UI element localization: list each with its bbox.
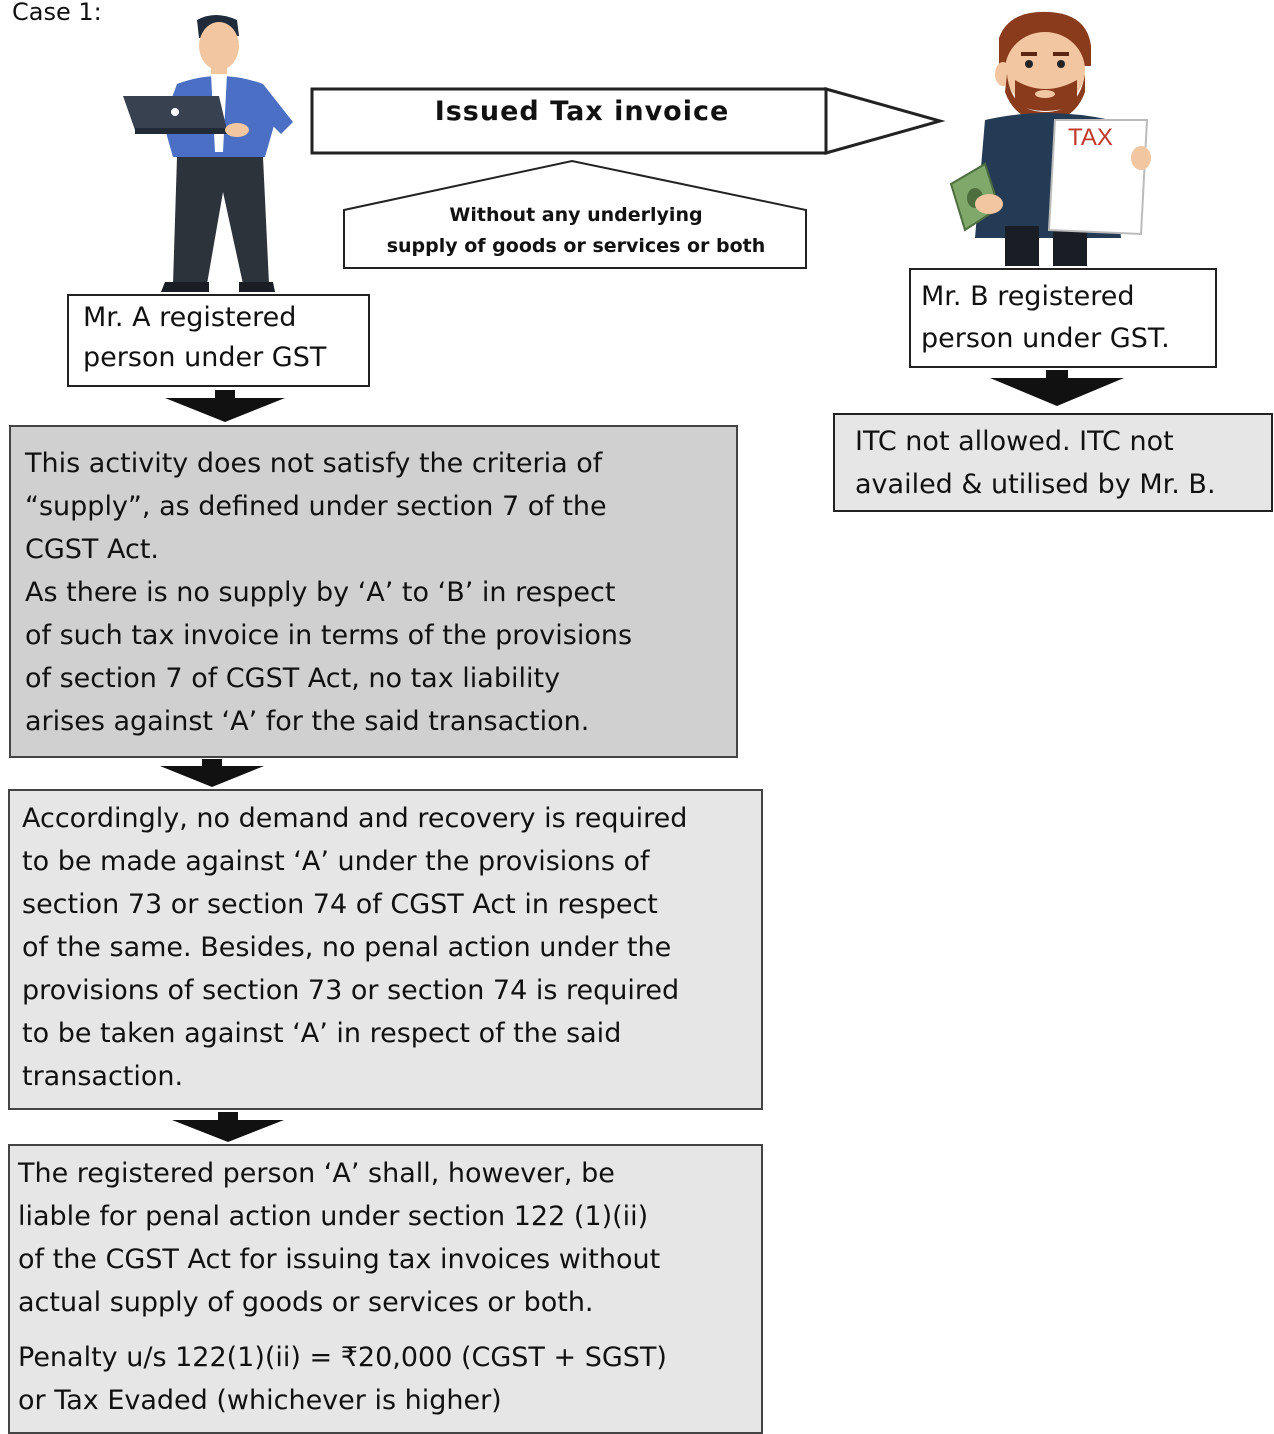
box1-line-7: arises against ‘A’ for the said transact… (25, 706, 590, 737)
box3-line-2: liable for penal action under section 12… (18, 1201, 649, 1232)
person-b-label-box: Mr. B registered person under GST. (909, 268, 1217, 368)
itc-box: ITC not allowed. ITC not availed & utili… (833, 413, 1273, 512)
box2-line-6: to be taken against ‘A’ in respect of th… (22, 1018, 622, 1049)
issued-invoice-arrow (310, 87, 946, 155)
down-arrow-b (990, 370, 1124, 406)
penalty-block: Penalty u/s 122(1)(ii) = ₹20,000 (CGST +… (18, 1336, 753, 1422)
supply-criteria-box: This activity does not satisfy the crite… (9, 425, 738, 758)
callout-text: Without any underlying supply of goods o… (344, 200, 808, 262)
case-label: Case 1: (12, 0, 102, 26)
box2-line-5: provisions of section 73 or section 74 i… (22, 975, 680, 1006)
box3-line-3: of the CGST Act for issuing tax invoices… (18, 1244, 661, 1275)
businessman-with-laptop-icon (123, 15, 293, 292)
callout-line-2: supply of goods or services or both (386, 235, 766, 257)
box1-line-6: of section 7 of CGST Act, no tax liabili… (25, 663, 561, 694)
person-a-line-2: person under GST (83, 342, 327, 373)
down-arrow-3 (172, 1112, 284, 1142)
box2-line-7: transaction. (22, 1061, 184, 1092)
box2-line-4: of the same. Besides, no penal action un… (22, 932, 672, 963)
callout-shape (343, 159, 807, 269)
box2-line-3: section 73 or section 74 of CGST Act in … (22, 889, 658, 920)
box3-line-1: The registered person ‘A’ shall, however… (18, 1158, 615, 1189)
box1-line-2: “supply”, as defined under section 7 of … (25, 491, 607, 522)
box3-line-4: actual supply of goods or services or bo… (18, 1287, 594, 1318)
itc-line-1: ITC not allowed. ITC not (855, 426, 1174, 457)
penalty-line-2: or Tax Evaded (whichever is higher) (18, 1385, 502, 1416)
person-b-line-2: person under GST. (921, 323, 1170, 354)
issued-invoice-label: Issued Tax invoice (434, 96, 730, 127)
down-arrow-2 (160, 759, 264, 787)
box2-line-2: to be made against ‘A’ under the provisi… (22, 846, 650, 877)
callout-line-1: Without any underlying (449, 204, 703, 226)
bearded-man-with-tax-sheet-icon (949, 11, 1151, 266)
tax-label: TAX (1068, 124, 1113, 151)
box1-line-1: This activity does not satisfy the crite… (25, 448, 603, 479)
penal-action-box: The registered person ‘A’ shall, however… (8, 1144, 763, 1434)
person-b-line-1: Mr. B registered (921, 281, 1135, 312)
penalty-line-1: Penalty u/s 122(1)(ii) = ₹20,000 (CGST +… (18, 1342, 667, 1373)
down-arrow-1 (165, 390, 285, 422)
person-a-label-box: Mr. A registered person under GST (67, 294, 370, 387)
box1-line-3: CGST Act. (25, 534, 159, 565)
person-a-line-1: Mr. A registered (83, 302, 297, 333)
box1-line-4: As there is no supply by ‘A’ to ‘B’ in r… (25, 577, 616, 608)
box1-line-5: of such tax invoice in terms of the prov… (25, 620, 633, 651)
itc-line-2: availed & utilised by Mr. B. (855, 469, 1216, 500)
box2-line-1: Accordingly, no demand and recovery is r… (22, 803, 688, 834)
no-demand-box: Accordingly, no demand and recovery is r… (8, 789, 763, 1110)
